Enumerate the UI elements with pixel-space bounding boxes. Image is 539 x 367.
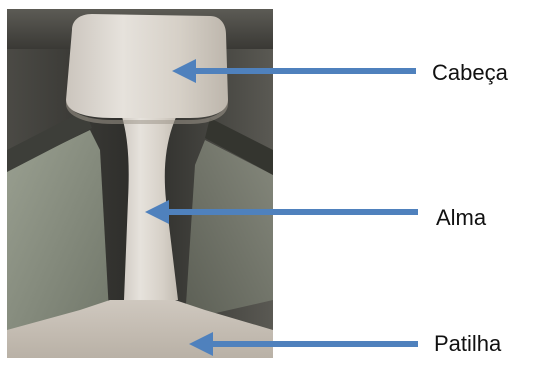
rail-photo — [7, 9, 273, 358]
rail-head — [66, 14, 228, 118]
label-cabeca: Cabeça — [432, 62, 508, 84]
label-patilha: Patilha — [434, 333, 501, 355]
label-alma: Alma — [436, 207, 486, 229]
